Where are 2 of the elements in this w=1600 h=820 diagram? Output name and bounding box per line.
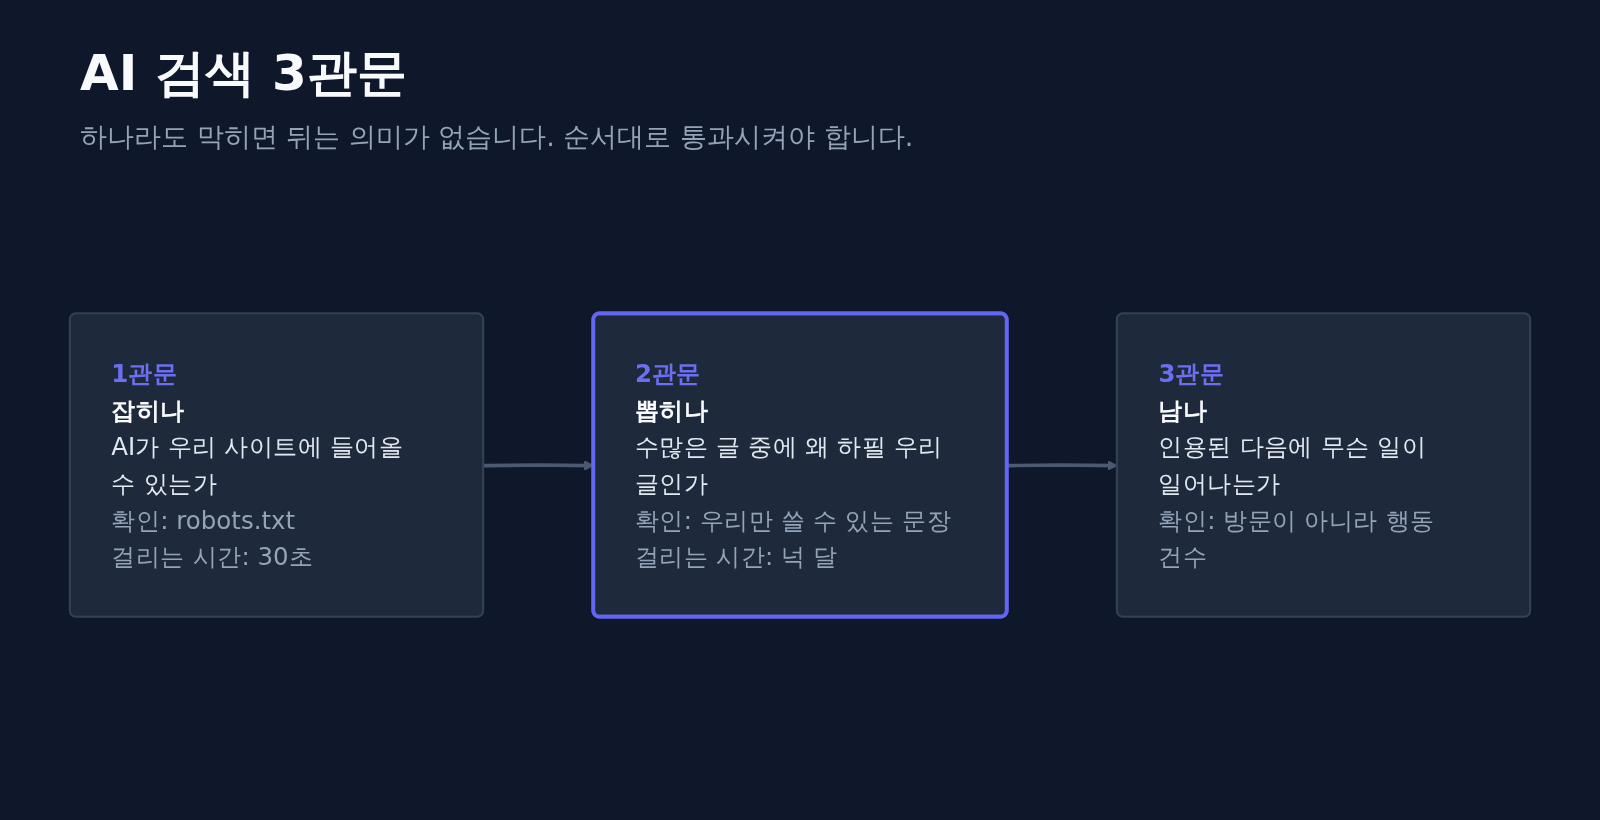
- title: AI 검색 3관문: [80, 43, 407, 104]
- subtitle: 하나라도 막히면 뒤는 의미가 없습니다. 순서대로 통과시켜야 합니다.: [80, 120, 914, 154]
